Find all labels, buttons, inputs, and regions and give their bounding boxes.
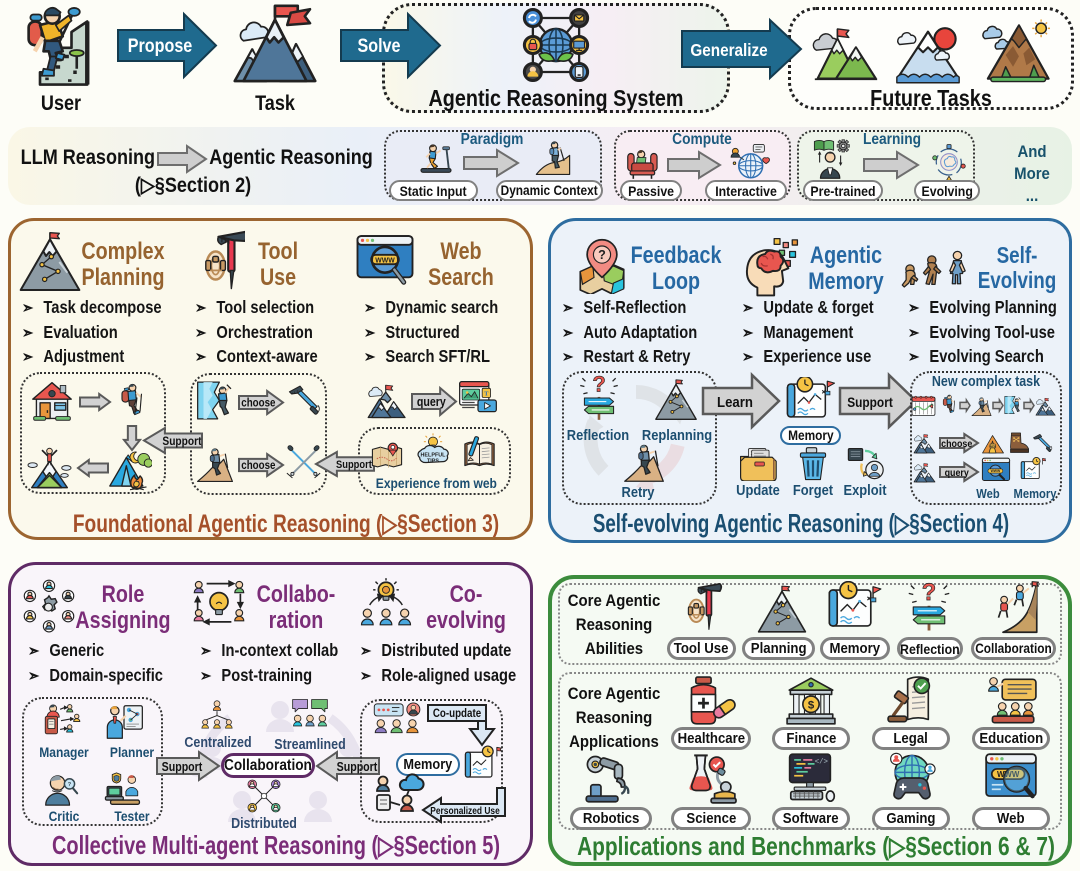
svg-text:Support: Support (847, 394, 893, 410)
svg-text:Solve: Solve (357, 35, 400, 57)
svg-text:Support: Support (162, 760, 203, 774)
svg-text:Generalize: Generalize (690, 40, 767, 60)
svg-text:Propose: Propose (128, 35, 193, 57)
svg-text:Support: Support (337, 760, 378, 774)
svg-text:query: query (945, 467, 970, 479)
svg-text:Support: Support (162, 435, 201, 448)
svg-text:choose: choose (241, 459, 275, 472)
svg-text:choose: choose (241, 397, 275, 410)
svg-text:Learn: Learn (717, 393, 753, 410)
svg-text:Co-update: Co-update (433, 707, 481, 720)
svg-text:choose: choose (941, 438, 973, 450)
svg-text:Support: Support (336, 459, 372, 471)
svg-text:query: query (417, 395, 446, 409)
svg-text:Personalized Use: Personalized Use (430, 805, 500, 817)
